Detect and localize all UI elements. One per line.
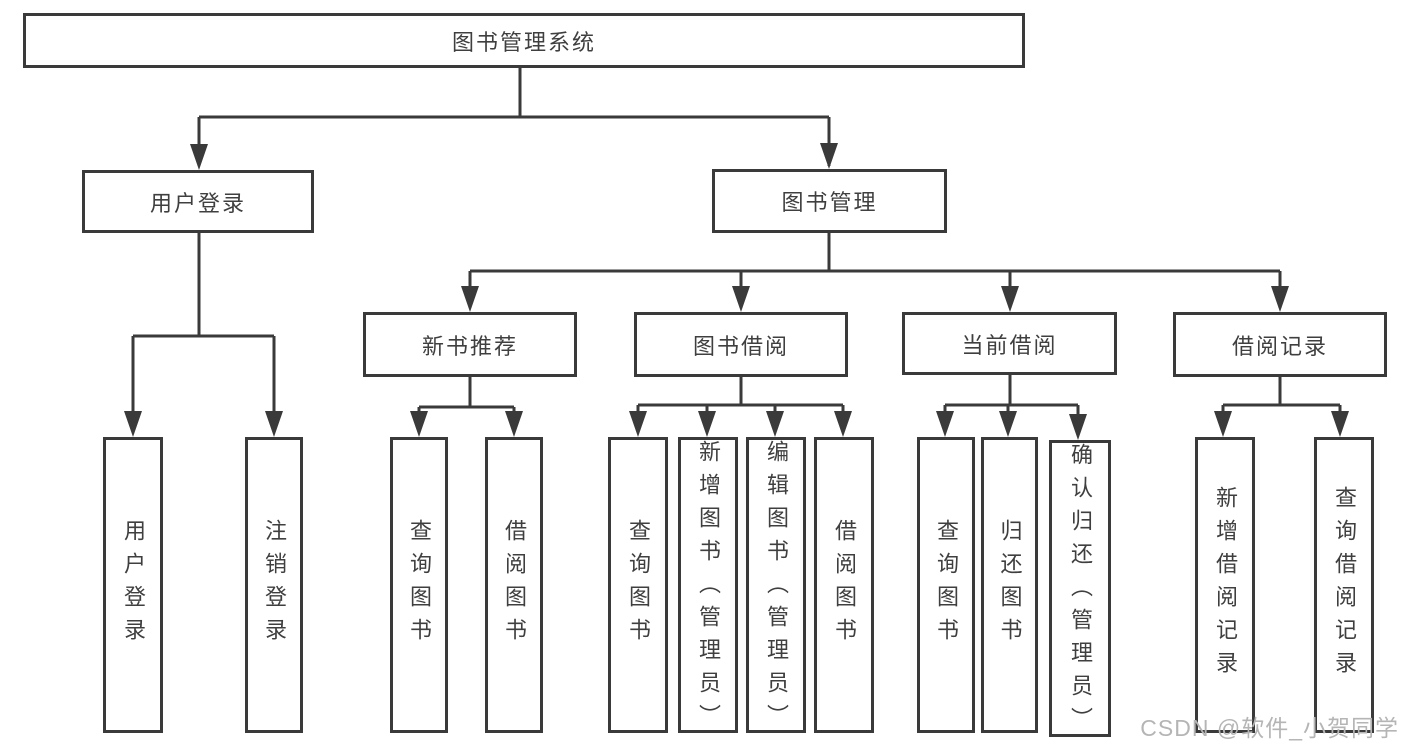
node-book-management: 图书管理 [712,169,947,233]
node-library-management-system: 图书管理系统 [23,13,1025,68]
csdn-watermark: CSDN @软件_小贺同学 [1140,715,1399,741]
leaf-query-borrow-record: 查询借阅记录 [1314,437,1374,733]
leaf-borrow-books-recommend: 借阅图书 [485,437,543,733]
node-book-borrowing: 图书借阅 [634,312,848,377]
leaf-add-borrow-record: 新增借阅记录 [1195,437,1255,733]
node-borrowing-records: 借阅记录 [1173,312,1387,377]
leaf-add-books-admin: 新增图书（管理员） [678,437,738,737]
leaf-query-books-current: 查询图书 [917,437,975,733]
leaf-query-books-borrowing: 查询图书 [608,437,668,733]
leaf-query-books-recommend: 查询图书 [390,437,448,733]
leaf-borrow-books: 借阅图书 [814,437,874,733]
leaf-edit-books-admin: 编辑图书（管理员） [746,437,806,737]
leaf-logout: 注销登录 [245,437,303,733]
node-new-book-recommendation: 新书推荐 [363,312,577,377]
leaf-confirm-return-admin: 确认归还（管理员） [1049,440,1111,740]
node-current-borrowing: 当前借阅 [902,312,1117,375]
leaf-return-books: 归还图书 [981,437,1038,733]
node-user-login: 用户登录 [82,170,314,233]
leaf-user-login: 用户登录 [103,437,163,733]
